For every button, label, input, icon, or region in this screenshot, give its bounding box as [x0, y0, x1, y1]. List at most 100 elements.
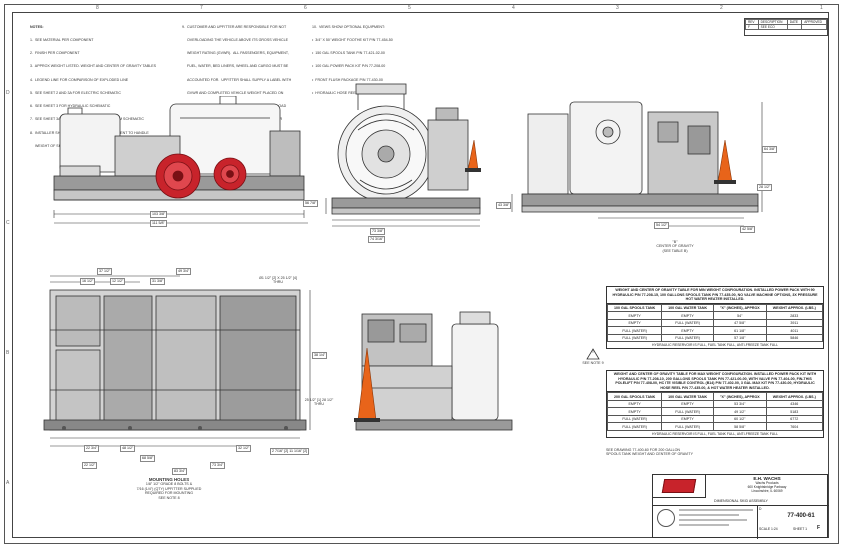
table-cell: FULL (WATER)	[606, 422, 663, 431]
warning-icon	[586, 348, 600, 360]
company-address: Wachs Products 600 Knightsbridge Parkway…	[747, 481, 787, 493]
tolerance-block	[653, 505, 758, 539]
table-row: EMPTY FULL (WATER) 49 1/2" 5183	[606, 407, 824, 416]
title-block: E.H. WACHS Wachs Products 600 Knightsbri…	[652, 474, 829, 539]
table-row: FULL (WATER) FULL (WATER) 57 1/8" 5846	[606, 333, 824, 343]
note-9f: GVWR AND COMPLETED VEHICLE WEIGHT PLACED…	[182, 90, 284, 95]
drawing-number: 77-400-61	[787, 513, 815, 519]
dim-right-w3: 42 5/8"	[740, 226, 756, 233]
see-drawing-note: SEE DRAWING 77-400-60 FOR 200 GALLON SPO…	[606, 448, 693, 457]
table-row: EMPTY EMPTY 54" 2833	[606, 311, 824, 320]
zone-top-7: 7	[200, 5, 203, 11]
table-cell: 4011	[765, 326, 824, 335]
dim-side-a: 73 3/8"	[370, 228, 386, 235]
dim-plan-bot6: 73 3/4"	[210, 462, 226, 469]
mounting-holes-note: MOUNTING HOLES 1/8" 1/2" GRADE 8 BOLTS &…	[124, 477, 214, 500]
zone-top-3: 3	[616, 5, 619, 11]
revision-block: REV DESCRIPTION DATE APPROVED F SEE ECO	[744, 18, 828, 36]
company-logo	[653, 475, 706, 498]
table-cell: FULL (WATER)	[606, 326, 663, 335]
dim-plan-bot5: 83 3/4"	[172, 468, 188, 475]
table-cell: 58 5/8"	[712, 422, 767, 431]
dim-side-b: 74 3/16"	[368, 236, 386, 243]
dim-plan-bot3: 32 1/2"	[236, 445, 252, 452]
rev-row-date	[786, 24, 803, 30]
table-cell: FULL (WATER)	[661, 333, 714, 343]
note-9c: WEIGHT RATING (GVWR). ALL PASSENGERS, EQ…	[182, 51, 289, 56]
table-cell: FULL (WATER)	[606, 333, 663, 343]
table-cell: 57 1/8"	[712, 333, 767, 343]
projection-symbol-icon	[657, 509, 675, 527]
side-elevation-view	[53, 96, 308, 224]
zone-side-a: A	[6, 480, 10, 486]
table-cell: EMPTY	[661, 311, 714, 320]
table-cell: EMPTY	[661, 326, 714, 335]
table-cell: FULL (WATER)	[661, 422, 714, 431]
dim-plan-side2: 25 1/2" [1] 28 1/2" THRU	[304, 398, 334, 407]
dim-plan-side1: 38 1/4"	[312, 352, 328, 359]
table-cell: 60 1/2"	[712, 414, 767, 424]
table-cell: 2833	[765, 311, 824, 320]
dim-front-total: 111 5/8"	[150, 220, 167, 227]
note-6: 6. SEE SHEET 3 FOR HYDRAULIC SCHEMATIC	[30, 104, 111, 109]
company-name: E.H. WACHS	[753, 476, 781, 481]
note-10d: • FRONT FLUSH PACKAGE P/N 77-430-00	[312, 77, 383, 82]
table-row: FULL (WATER) EMPTY 61 1/8" 4011	[606, 326, 824, 335]
table-min-caption: WEIGHT AND CENTER OF GRAVITY TABLE FOR M…	[607, 287, 823, 304]
note-10c: • 100 GAL POWER PACK KIT P/N 77-208-00	[312, 64, 386, 69]
table-max-caption: WEIGHT AND CENTER OF GRAVITY TABLE FOR M…	[607, 371, 823, 393]
table-cell: 5183	[765, 407, 824, 416]
dim-right-w1: 43 3/8"	[496, 202, 512, 209]
table-cell: 49 1/2"	[712, 407, 767, 416]
zone-top-2: 2	[720, 5, 723, 11]
mounting-holes-title: MOUNTING HOLES	[148, 477, 190, 482]
dim-plan-top3: 16 1/2"	[80, 278, 96, 285]
zone-top-5: 5	[408, 5, 411, 11]
note-2: 2. FINISH PER COMPONENT	[30, 51, 80, 56]
table-cell: 6772	[765, 414, 824, 424]
zone-top-1: 1	[820, 5, 823, 11]
dim-plan-bot2: 48 1/2"	[120, 445, 136, 452]
table-min-header: "X" (INCHES), APPROX	[712, 303, 767, 313]
warning-symbol: !	[592, 350, 594, 354]
table-cell: 5846	[765, 333, 824, 343]
note-9d: FUEL, WATER, BED LINERS, WHEEL AND CARGO…	[182, 64, 289, 69]
zone-top-4: 4	[512, 5, 515, 11]
note-10: 10. VIEWS SHOW OPTIONAL EQUIPMENT:	[312, 24, 385, 29]
zone-side-b: B	[6, 350, 10, 356]
front-elevation-view	[325, 83, 481, 227]
dim-right-w2: 54 1/2"	[654, 222, 670, 229]
table-cell: 61 1/8"	[712, 326, 767, 335]
notes-right: 10. VIEWS SHOW OPTIONAL EQUIPMENT: • 3/4…	[312, 16, 442, 104]
note-4: 4. LEGEND LINE FOR COMPARISON OF EXPLODE…	[30, 77, 129, 82]
table-cell: 3911	[765, 318, 824, 328]
table-cell: EMPTY	[606, 399, 663, 409]
note-9a: 9. CUSTOMER AND UPFITTER ARE RESPONSIBLE…	[182, 24, 287, 29]
table-cell: FULL (WATER)	[661, 318, 714, 328]
sheet-label: SHEET 1	[793, 527, 808, 531]
note-5: 5. SEE SHEET 2 AND 3A FOR ELECTRIC SCHEM…	[30, 90, 121, 95]
table-cell: EMPTY	[606, 318, 663, 328]
table-cell: 53 3/4"	[712, 399, 767, 409]
table-row: EMPTY EMPTY 53 3/4" 4346	[606, 399, 824, 409]
note-9e: ACCOUNTED FOR. UPFITTER SHALL SUPPLY A L…	[182, 77, 292, 82]
table-row: FULL (WATER) FULL (WATER) 58 5/8" 7604	[606, 422, 824, 431]
rear-elevation-view	[511, 101, 763, 227]
table-min-header: WEIGHT APPROX. (LBS.)	[765, 303, 824, 313]
weight-cg-table-min: WEIGHT AND CENTER OF GRAVITY TABLE FOR M…	[606, 286, 824, 350]
note-9b: OVERLOADING THE VEHICLE ABOVE ITS GROSS …	[182, 38, 288, 43]
rev-row-desc: SEE ECO	[757, 24, 788, 30]
note-3: 3. APPROX WEIGHT LISTED. WEIGHT AND CENT…	[30, 64, 157, 69]
weight-cg-table-max: WEIGHT AND CENTER OF GRAVITY TABLE FOR M…	[606, 370, 824, 438]
zone-side-c: C	[6, 220, 10, 226]
dim-right-h2: 28 1/2"	[757, 184, 773, 191]
revision-letter: F	[817, 525, 821, 531]
note-10a: • 3/4" X 50' WEIGHT FOOTHE KIT P/N 77-45…	[312, 38, 393, 43]
size-label: D	[759, 507, 762, 511]
table-max-header: "X" (INCHES), APPROX	[712, 392, 767, 401]
dim-plan-bot1: 22 3/4"	[84, 445, 100, 452]
table-min-header: 100 GAL SPOOLS TANK	[606, 303, 663, 313]
warning-note: SEE NOTE 9	[582, 361, 604, 365]
table-cell: 7604	[765, 422, 824, 431]
